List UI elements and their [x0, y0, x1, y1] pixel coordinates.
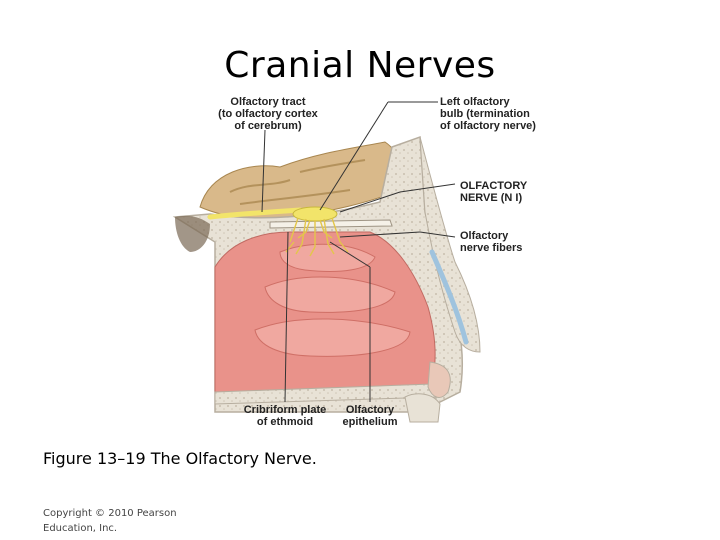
- nasal-cavity-illustration: [170, 92, 720, 437]
- label-olfactory-nerve-fibers: Olfactory nerve fibers: [460, 230, 560, 254]
- upper-lip: [405, 394, 440, 422]
- copyright-notice: Copyright © 2010 Pearson Education, Inc.: [43, 506, 193, 536]
- label-left-olfactory-bulb: Left olfactory bulb (termination of olfa…: [440, 96, 580, 132]
- label-olfactory-nerve: OLFACTORY NERVE (N I): [460, 180, 570, 204]
- olfactory-bulb: [293, 207, 337, 221]
- figure-caption: Figure 13–19 The Olfactory Nerve.: [43, 449, 317, 468]
- slide-title: Cranial Nerves: [0, 42, 720, 90]
- label-cribriform-plate: Cribriform plate of ethmoid: [230, 404, 340, 428]
- cribriform-plate: [270, 220, 392, 228]
- olfactory-nerve-figure: Olfactory tract (to olfactory cortex of …: [170, 92, 720, 437]
- label-olfactory-tract: Olfactory tract (to olfactory cortex of …: [208, 96, 328, 132]
- label-olfactory-epithelium: Olfactory epithelium: [335, 404, 405, 428]
- sphenoid-region: [175, 216, 210, 252]
